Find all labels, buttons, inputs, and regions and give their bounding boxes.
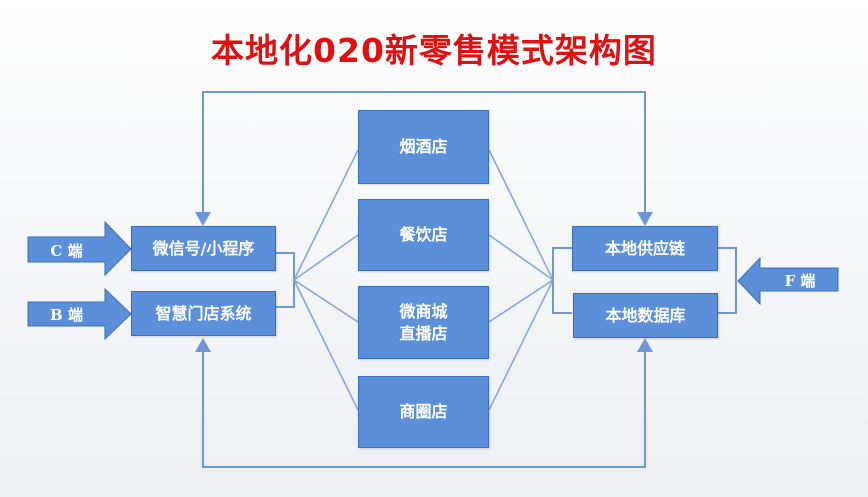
restaurant-box: 餐饮店 (358, 199, 489, 271)
micro-mall-live-store-box: 微商城 直播店 (358, 286, 489, 359)
wechat-miniprogram-box: 微信号/小程序 (131, 226, 276, 271)
c-end-arrow: C 端 (50, 242, 83, 260)
fan-line (488, 279, 554, 323)
left-bracket (276, 252, 295, 308)
business-district-store-box: 商圈店 (358, 376, 489, 448)
tobacco-liquor-store-box: 烟酒店 (358, 110, 489, 184)
diagram-title: 本地化020新零售模式架构图 (211, 31, 657, 70)
fan-line (488, 234, 554, 281)
local-database-box: 本地数据库 (573, 293, 718, 338)
local-supply-chain-box: 本地供应链 (572, 226, 718, 271)
fan-line (293, 279, 359, 411)
fan-line (293, 279, 359, 323)
right-inner-bracket (552, 247, 572, 314)
fan-line (488, 149, 554, 281)
b-end-arrow: B 端 (50, 306, 83, 324)
f-arrow-shape (737, 256, 839, 306)
f-end-arrow: F 端 (784, 272, 816, 290)
b-arrow-shape (27, 287, 132, 341)
fan-line (293, 234, 359, 281)
right-outer-bracket (718, 247, 737, 314)
fan-line (488, 279, 554, 411)
smart-store-system-box: 智慧门店系统 (131, 291, 276, 336)
fan-line (293, 149, 359, 281)
c-arrow-shape (27, 220, 132, 277)
